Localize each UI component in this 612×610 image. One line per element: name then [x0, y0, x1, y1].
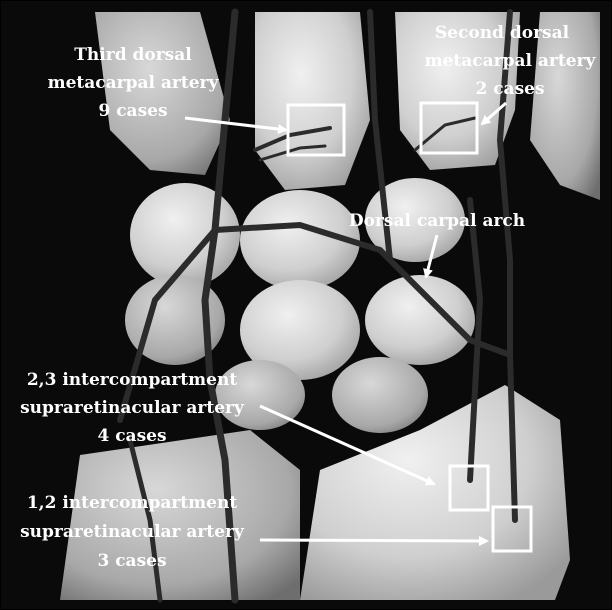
second-dorsal-label-line2: metacarpal artery [425, 51, 597, 71]
ic-2-3-label-line2: supraretinacular artery [20, 398, 245, 418]
ic-1-2-label-line3: 3 cases [97, 551, 166, 571]
ic-1-2-label-line2: supraretinacular artery [20, 522, 245, 542]
ic-1-2-arrow [260, 540, 487, 541]
trapezium-bone [332, 357, 428, 433]
ic-2-3-label-line1: 2,3 intercompartment [27, 370, 237, 390]
ic-2-3-label-line3: 4 cases [97, 426, 166, 446]
ulna-bone [60, 430, 300, 600]
third-dorsal-label-line1: Third dorsal [74, 45, 192, 65]
second-dorsal-label-line1: Second dorsal [435, 23, 570, 43]
dorsal-carpal-arch-label: Dorsal carpal arch [349, 211, 525, 231]
second-dorsal-label-line3: 2 cases [475, 79, 544, 99]
metacarpal-middle-bone [255, 12, 370, 190]
ic-1-2-label-line1: 1,2 intercompartment [27, 493, 237, 513]
hamate-bone [130, 183, 240, 287]
third-dorsal-label-line3: 9 cases [98, 101, 167, 121]
third-dorsal-label-line2: metacarpal artery [48, 73, 220, 93]
